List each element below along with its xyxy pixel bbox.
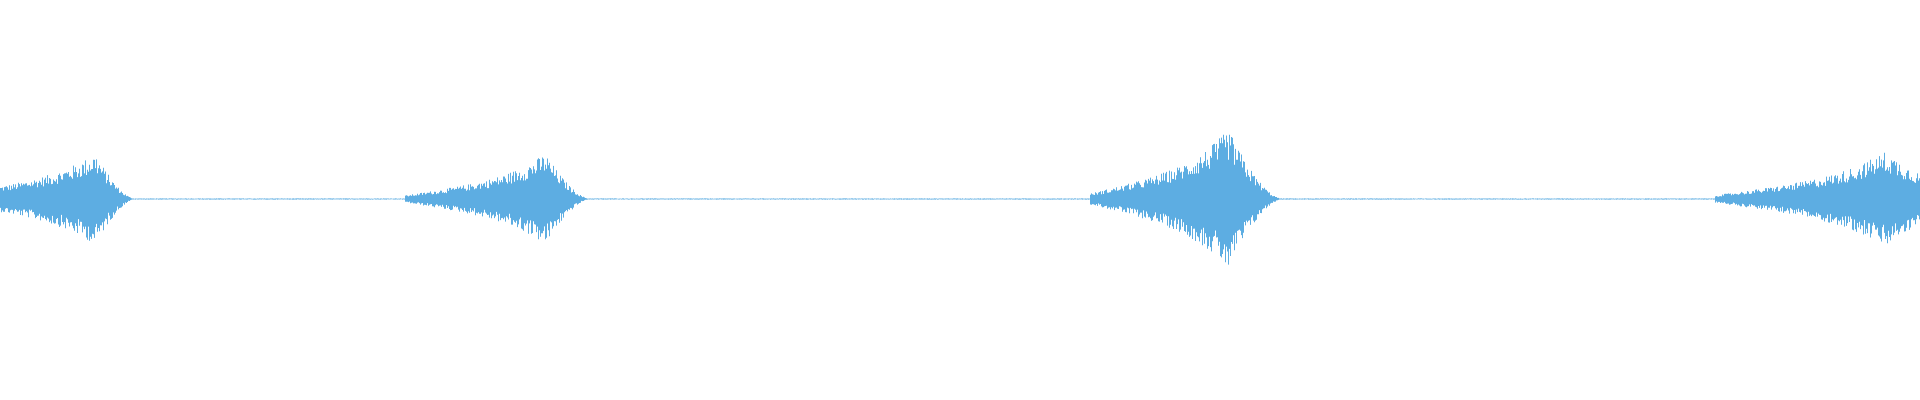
waveform-trace (0, 134, 1920, 265)
